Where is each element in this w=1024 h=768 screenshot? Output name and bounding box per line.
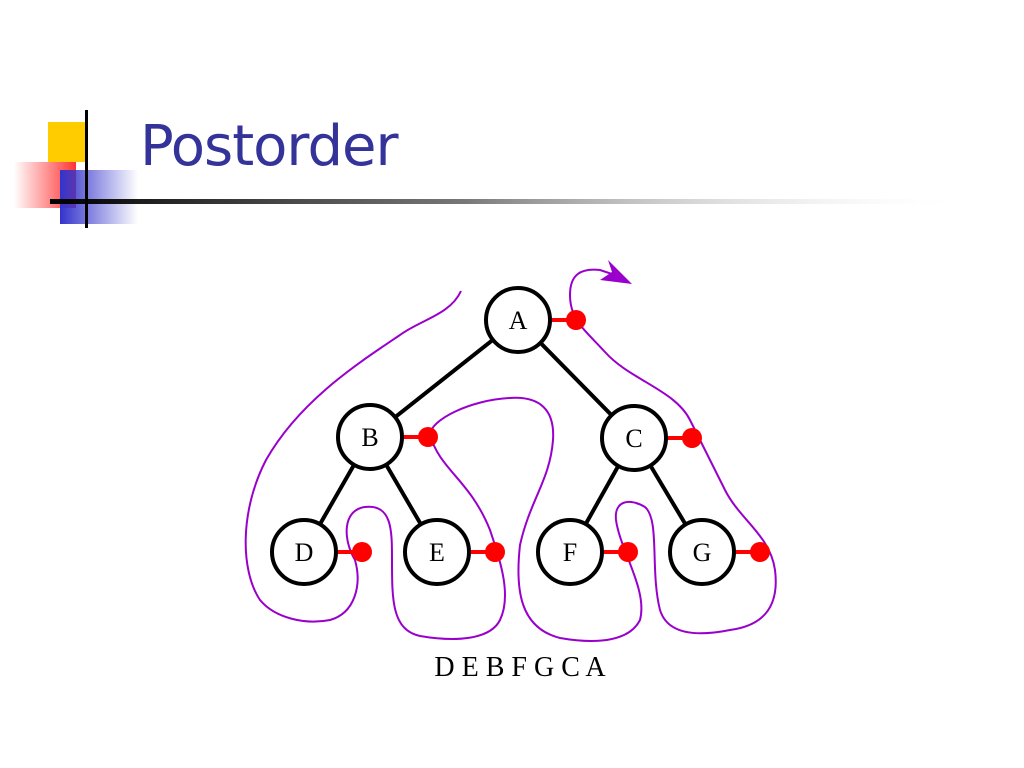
tree-node-c <box>600 404 668 472</box>
node-label-b: B <box>361 423 378 452</box>
node-label-c: C <box>625 424 642 453</box>
visit-marker-icon <box>485 542 505 562</box>
node-label-d: D <box>295 538 314 567</box>
vertical-bar <box>85 110 88 228</box>
tree-edges <box>318 338 688 526</box>
node-label-f: F <box>563 538 577 567</box>
tree-node-d <box>270 518 338 586</box>
euler-tour-path <box>244 268 777 642</box>
visit-marker-icon <box>566 310 586 330</box>
visit-marker-icon <box>352 542 372 562</box>
node-label-a: A <box>509 306 528 335</box>
edge-c-g <box>648 464 688 526</box>
edge-c-f <box>583 464 621 526</box>
edge-b-e <box>384 463 423 526</box>
visit-marker-icon <box>682 428 702 448</box>
visit-marker-icon <box>618 542 638 562</box>
page-title: Postorder <box>140 114 398 179</box>
visit-marker-icon <box>750 542 770 562</box>
node-label-e: E <box>429 538 445 567</box>
tree-node-b <box>336 403 404 471</box>
title-decoration <box>14 110 970 228</box>
blue-block <box>60 170 138 224</box>
postorder-sequence: D E B F G C A <box>434 652 606 683</box>
tour-arrow-icon <box>600 260 632 284</box>
edge-a-c <box>539 341 613 417</box>
yellow-square <box>48 122 88 162</box>
visit-markers <box>336 310 770 562</box>
tree-node-a <box>484 286 552 354</box>
tree-node-e <box>403 518 471 586</box>
tree-nodes: A B C D E F G <box>270 286 736 586</box>
title-underline <box>50 199 970 204</box>
tree-node-g <box>668 518 736 586</box>
node-label-g: G <box>693 538 712 567</box>
visit-marker-icon <box>418 427 438 447</box>
edge-a-b <box>393 338 495 419</box>
traversal-path <box>244 260 777 642</box>
tree-node-f <box>536 518 604 586</box>
edge-b-d <box>318 463 356 526</box>
